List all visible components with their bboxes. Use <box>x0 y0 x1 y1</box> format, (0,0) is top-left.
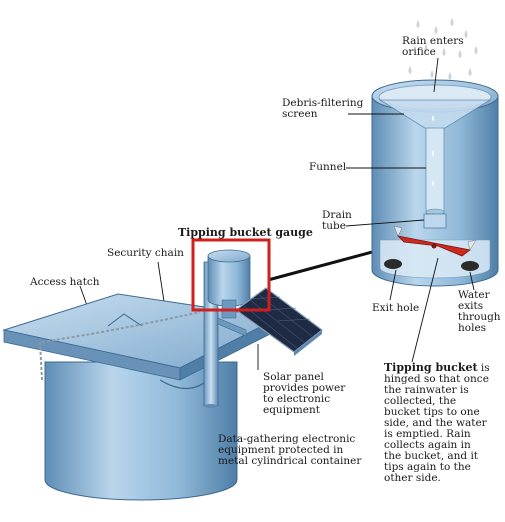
raindrop-icon <box>448 72 452 80</box>
leader-lines <box>79 57 475 441</box>
equipment-container <box>44 361 238 501</box>
label-drain-tube: Drain tube <box>322 209 352 232</box>
raindrop-icon <box>434 26 438 34</box>
raindrop-icon <box>468 68 472 76</box>
label-rain-enters: Rain enters orifice <box>402 35 464 58</box>
raindrop-icon <box>408 66 412 74</box>
diagram-title: Tipping bucket gauge <box>178 226 313 239</box>
raindrop-icon <box>458 50 462 58</box>
solar-panel <box>217 287 323 356</box>
label-security-chain: Security chain <box>107 247 184 259</box>
gauge-cutaway <box>371 79 499 287</box>
label-water-exits: Water exits through holes <box>458 289 501 334</box>
raindrop-icon <box>464 30 468 38</box>
raindrop-icon <box>430 70 434 78</box>
tipping-bucket-title: Tipping bucket <box>384 361 478 374</box>
label-access-hatch: Access hatch <box>30 276 100 288</box>
label-debris-screen: Debris-filtering screen <box>282 97 364 120</box>
raindrop-icon <box>416 20 420 28</box>
raindrop-icon <box>474 46 478 54</box>
label-tipping-bucket: Tipping bucket is hinged so that once th… <box>384 362 490 484</box>
raindrop-icon <box>424 44 428 52</box>
highlight-box <box>191 238 271 312</box>
raindrop-icon <box>442 48 446 56</box>
label-data-equipment: Data-gathering electronic equipment prot… <box>218 433 362 467</box>
security-chain <box>39 311 201 381</box>
label-funnel: Funnel <box>309 161 347 173</box>
tipping-bucket-text: is hinged so that once the rainwater is … <box>384 362 490 484</box>
label-solar-panel: Solar panel provides power to electronic… <box>263 371 346 416</box>
raindrop-icon <box>450 18 454 26</box>
label-exit-hole: Exit hole <box>372 302 420 314</box>
tipping-bucket-mechanism <box>396 235 471 257</box>
